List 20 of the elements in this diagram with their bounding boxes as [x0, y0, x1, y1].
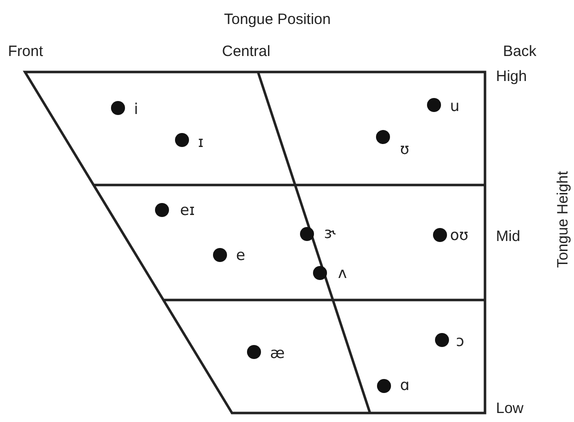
vowel-symbol: e [236, 248, 246, 263]
axis-label: Low [496, 401, 524, 416]
axis-label: Back [503, 44, 536, 59]
vowel-symbol: u [450, 99, 460, 114]
axis-title: Tongue Height [556, 170, 570, 270]
axis-label: Mid [496, 229, 520, 244]
vowel-symbol: oʊ [450, 228, 468, 243]
vowel-symbol: ɪ [198, 135, 204, 150]
vowel-symbol: ʌ [338, 266, 347, 281]
vowel-symbol: ɑ [400, 378, 410, 393]
vowel-symbol: i [134, 102, 138, 117]
axis-label: Central [222, 44, 270, 59]
axis-label: High [496, 69, 527, 84]
vowel-symbol: ɝ [324, 226, 336, 241]
vowel-symbol: eɪ [180, 203, 195, 218]
vowel-symbol: ʊ [400, 142, 410, 157]
axis-title: Tongue Position [224, 12, 331, 27]
axis-label: Front [8, 44, 44, 59]
vowel-symbol: ɔ [456, 334, 464, 349]
vowel-symbol: æ [270, 346, 285, 361]
